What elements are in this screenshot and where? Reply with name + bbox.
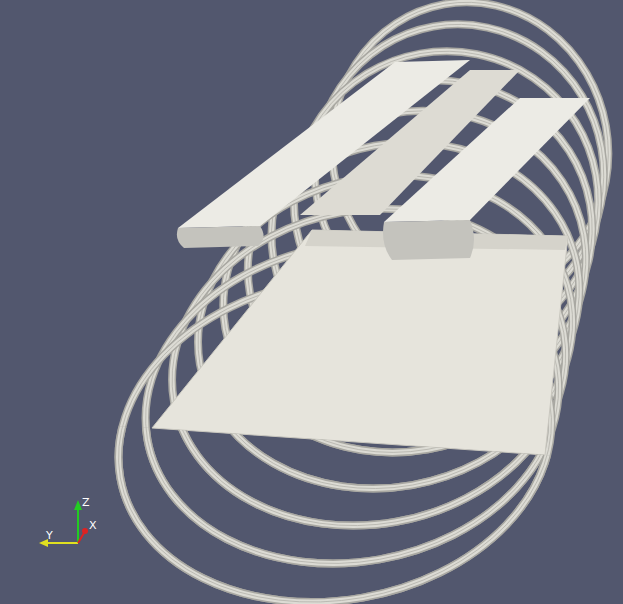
coil-ring (247, 55, 616, 409)
coil-ring (308, 0, 623, 320)
bar-left-end (177, 226, 264, 248)
coil-ring (223, 84, 610, 444)
coil-ring (120, 211, 584, 595)
coil-ring (93, 245, 578, 604)
coil-ring (291, 1, 623, 345)
axis-label: X (89, 520, 97, 532)
axis-label: Y (46, 530, 53, 542)
y-axis (46, 542, 78, 544)
bar-right-end (383, 220, 474, 260)
z-axis (77, 506, 79, 543)
coil-rings (93, 0, 623, 604)
z-arrow (74, 500, 82, 510)
coil-rings-front (93, 0, 623, 604)
plate (152, 230, 568, 455)
axis-label: Z (82, 497, 90, 509)
coil-ring (120, 211, 584, 595)
x-arrow (82, 528, 88, 534)
bar-right-top (384, 98, 590, 222)
coil-ring (199, 115, 604, 481)
coil-ring (270, 27, 622, 376)
x-axis (78, 533, 84, 543)
